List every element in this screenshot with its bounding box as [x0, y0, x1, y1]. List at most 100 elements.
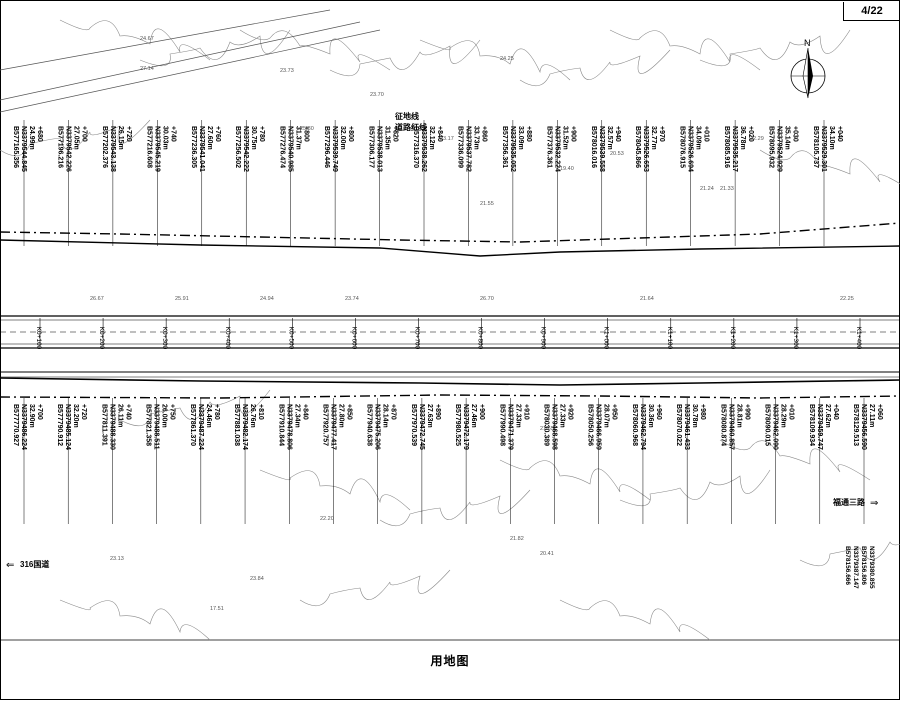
- stake-label: +890: [434, 404, 441, 420]
- left-road-marker: ⇐ 316国道: [6, 559, 49, 571]
- coord-e-label: B577276.474: [279, 126, 286, 168]
- coord-e-label: B577316.370: [412, 126, 419, 168]
- spot-elevation-label: 21.33: [720, 186, 734, 192]
- coord-e-label: B578045.866: [634, 126, 641, 168]
- stake-label: +910: [522, 404, 529, 420]
- stake-label: +970: [658, 126, 665, 142]
- lower-land-boundary-line: [0, 394, 900, 399]
- coord-e-label: B578105.737: [812, 126, 819, 168]
- stake-label: +900: [569, 126, 576, 142]
- spot-elevation-label: 23.70: [370, 92, 384, 98]
- stake-label: +740: [124, 404, 131, 420]
- stake-label: +020: [747, 126, 754, 142]
- chainage-label: K1+000: [603, 327, 610, 350]
- stake-label: +010: [703, 126, 710, 142]
- width-label: 33.09m: [517, 126, 524, 150]
- coord-e-label: B577920.757: [321, 404, 328, 446]
- coord-e-label: B577336.099: [456, 126, 463, 168]
- coord-e-label: B577881.038: [233, 404, 240, 446]
- stake-label: +780: [258, 126, 265, 142]
- spot-elevation-label: 21.64: [640, 296, 654, 302]
- coord-n-label: N3379488.511: [153, 404, 160, 450]
- width-label: 27.60m: [206, 126, 213, 150]
- stake-label: +820: [392, 126, 399, 142]
- contour-line: [699, 29, 851, 67]
- coord-n-label: N3379475.206: [374, 404, 381, 450]
- width-label: 24.46m: [205, 404, 212, 428]
- north-arrow-icon: N: [790, 38, 826, 99]
- width-label: 27.33m: [514, 404, 521, 428]
- width-label: 30.75m: [250, 126, 257, 150]
- right-road-marker: 福通三路 ⇒: [832, 497, 878, 509]
- coord-e-label: B577990.498: [498, 404, 505, 446]
- width-label: 35.14m: [784, 126, 791, 150]
- stake-label: +700: [36, 404, 43, 420]
- coord-n-label: N3379466.959: [595, 404, 602, 450]
- road-carriageway: [0, 315, 900, 378]
- spot-elevation-label: 23.13: [110, 556, 124, 562]
- left-road-name: 316国道: [20, 559, 49, 569]
- coord-e-label: B577770.927: [12, 404, 19, 446]
- coord-n-label: N3379456.590: [860, 404, 867, 450]
- coord-n-label: N3379542.222: [242, 126, 249, 172]
- width-label: 28.81m: [735, 404, 742, 428]
- stake-label: +940: [614, 126, 621, 142]
- contour-line: [799, 541, 900, 567]
- spot-elevation-label: 24.94: [260, 296, 274, 302]
- corner-coordinate-label: N3379380.855: [868, 546, 875, 589]
- coord-e-label: B578070.022: [675, 404, 682, 446]
- existing-rail-band: [0, 9, 381, 113]
- chainage-label: K0+600: [350, 327, 357, 350]
- spot-elevation-label: 19.40: [560, 166, 574, 172]
- coord-e-label: B577196.216: [56, 126, 63, 168]
- contour-line: [0, 119, 151, 157]
- width-label: 27.34m: [293, 404, 300, 428]
- stake-label: +840: [301, 404, 308, 420]
- chainage-label: K1+300: [792, 327, 799, 350]
- coord-n-label: N3379543.138: [109, 126, 116, 172]
- stake-label: +800: [303, 126, 310, 142]
- coord-e-label: B578095.932: [768, 126, 775, 168]
- coord-n-label: N3379529.301: [820, 126, 827, 172]
- coord-n-label: N3379486.224: [20, 404, 27, 450]
- coord-e-label: B577236.305: [190, 126, 197, 168]
- spot-elevation-label: 22.20: [320, 516, 334, 522]
- width-label: 27.11m: [868, 404, 875, 427]
- stake-label: +810: [257, 404, 264, 420]
- spot-elevation-label: 25.80: [300, 126, 314, 132]
- stake-label: +860: [480, 126, 487, 142]
- contour-line: [259, 469, 411, 511]
- spot-elevation-label: 26.70: [480, 296, 494, 302]
- coord-n-label: N3379482.174: [241, 404, 248, 450]
- coord-e-label: B578090.015: [764, 404, 771, 446]
- chainage-label: K1+100: [666, 327, 673, 350]
- width-label: 28.07m: [603, 404, 610, 428]
- coord-n-label: N3379532.224: [553, 126, 560, 172]
- stake-label: +990: [743, 404, 750, 420]
- coord-e-label: B577165.356: [12, 126, 19, 168]
- width-label: 31.37m: [295, 126, 302, 150]
- coord-n-label: N3379462.794: [639, 404, 646, 450]
- chainage-label: K0+400: [224, 327, 231, 350]
- spot-elevation-label: 25.91: [175, 296, 189, 302]
- stake-label: +750: [169, 404, 176, 420]
- coord-n-label: N3379472.179: [462, 404, 469, 450]
- stake-label: +840: [436, 126, 443, 142]
